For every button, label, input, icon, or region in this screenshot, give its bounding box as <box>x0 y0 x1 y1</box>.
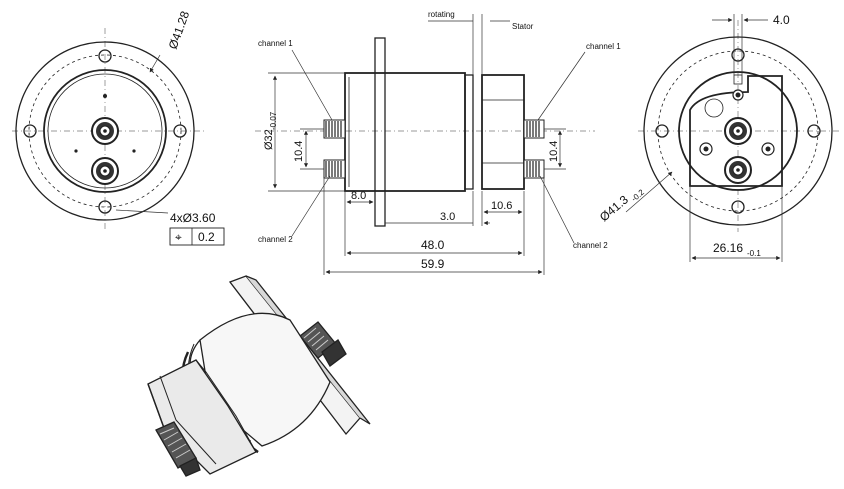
connector-side-right-1 <box>523 119 545 139</box>
tolerance-symbol: ⌖ <box>175 230 182 244</box>
dim-holes: 4xØ3.60 <box>170 211 216 225</box>
mount-hole-top <box>98 49 112 63</box>
stator-body <box>481 74 525 190</box>
label-channel1-left: channel 1 <box>258 39 293 48</box>
side-view: rotating Stator channel 1 channel 2 chan… <box>255 10 621 275</box>
iso-connector-top <box>299 321 347 367</box>
right-hole-left <box>655 124 669 138</box>
connector-channel1-right <box>724 117 752 145</box>
dim-diameter-32: Ø32 -0.07 <box>263 111 278 150</box>
isometric-view <box>147 275 371 477</box>
right-end-view: 4.0 Ø41.3 -0.2 26.16 -0.1 <box>597 13 840 262</box>
label-rotating: rotating <box>428 10 455 19</box>
right-hole-top <box>731 48 745 62</box>
svg-text:Ø41.3: Ø41.3 <box>597 192 631 224</box>
dim-len-8: 8.0 <box>351 190 366 202</box>
label-channel2-left: channel 2 <box>258 235 293 244</box>
dim-right-width: 26.16 -0.1 <box>713 241 761 258</box>
svg-text:Ø32: Ø32 <box>263 129 275 150</box>
svg-text:-0.07: -0.07 <box>269 111 278 130</box>
label-channel2-right: channel 2 <box>573 241 608 250</box>
iso-connector-bottom <box>155 421 201 477</box>
dim-right-top: 4.0 <box>773 13 790 27</box>
stator-plate <box>689 75 783 187</box>
svg-text:26.16: 26.16 <box>713 241 743 255</box>
dim-right-diameter: Ø41.3 -0.2 <box>597 187 647 224</box>
label-stator: Stator <box>512 22 534 31</box>
connector-channel2-right <box>724 156 752 184</box>
svg-text:-0.1: -0.1 <box>747 249 761 258</box>
label-channel1-right: channel 1 <box>586 42 621 51</box>
flange <box>374 37 386 227</box>
tolerance-frame <box>169 227 225 246</box>
dim-bolt-circle: Ø41.28 <box>166 9 193 51</box>
connector-channel1-left <box>91 117 119 145</box>
mount-hole-left <box>23 124 37 138</box>
right-hole-right <box>807 124 821 138</box>
connector-side-right-2 <box>523 159 545 179</box>
svg-text:-0.2: -0.2 <box>630 187 647 203</box>
connector-side-left-2 <box>323 159 346 179</box>
tolerance-value: 0.2 <box>198 230 215 244</box>
dim-len-48: 48.0 <box>421 238 445 252</box>
left-end-view: Ø41.28 4xØ3.60 ⌖ 0.2 <box>12 9 225 246</box>
dim-len-59-9: 59.9 <box>421 257 445 271</box>
dim-len-3: 3.0 <box>440 211 455 223</box>
mount-hole-bottom <box>98 200 112 214</box>
dim-spacing-left: 10.4 <box>293 141 305 162</box>
rotor-body <box>344 72 466 192</box>
connector-side-left-1 <box>323 119 346 139</box>
dim-len-10-6: 10.6 <box>491 200 512 212</box>
right-hole-bottom <box>731 200 745 214</box>
mount-hole-right <box>173 124 187 138</box>
connector-channel2-left <box>91 157 119 185</box>
dim-spacing-right: 10.4 <box>548 141 560 162</box>
